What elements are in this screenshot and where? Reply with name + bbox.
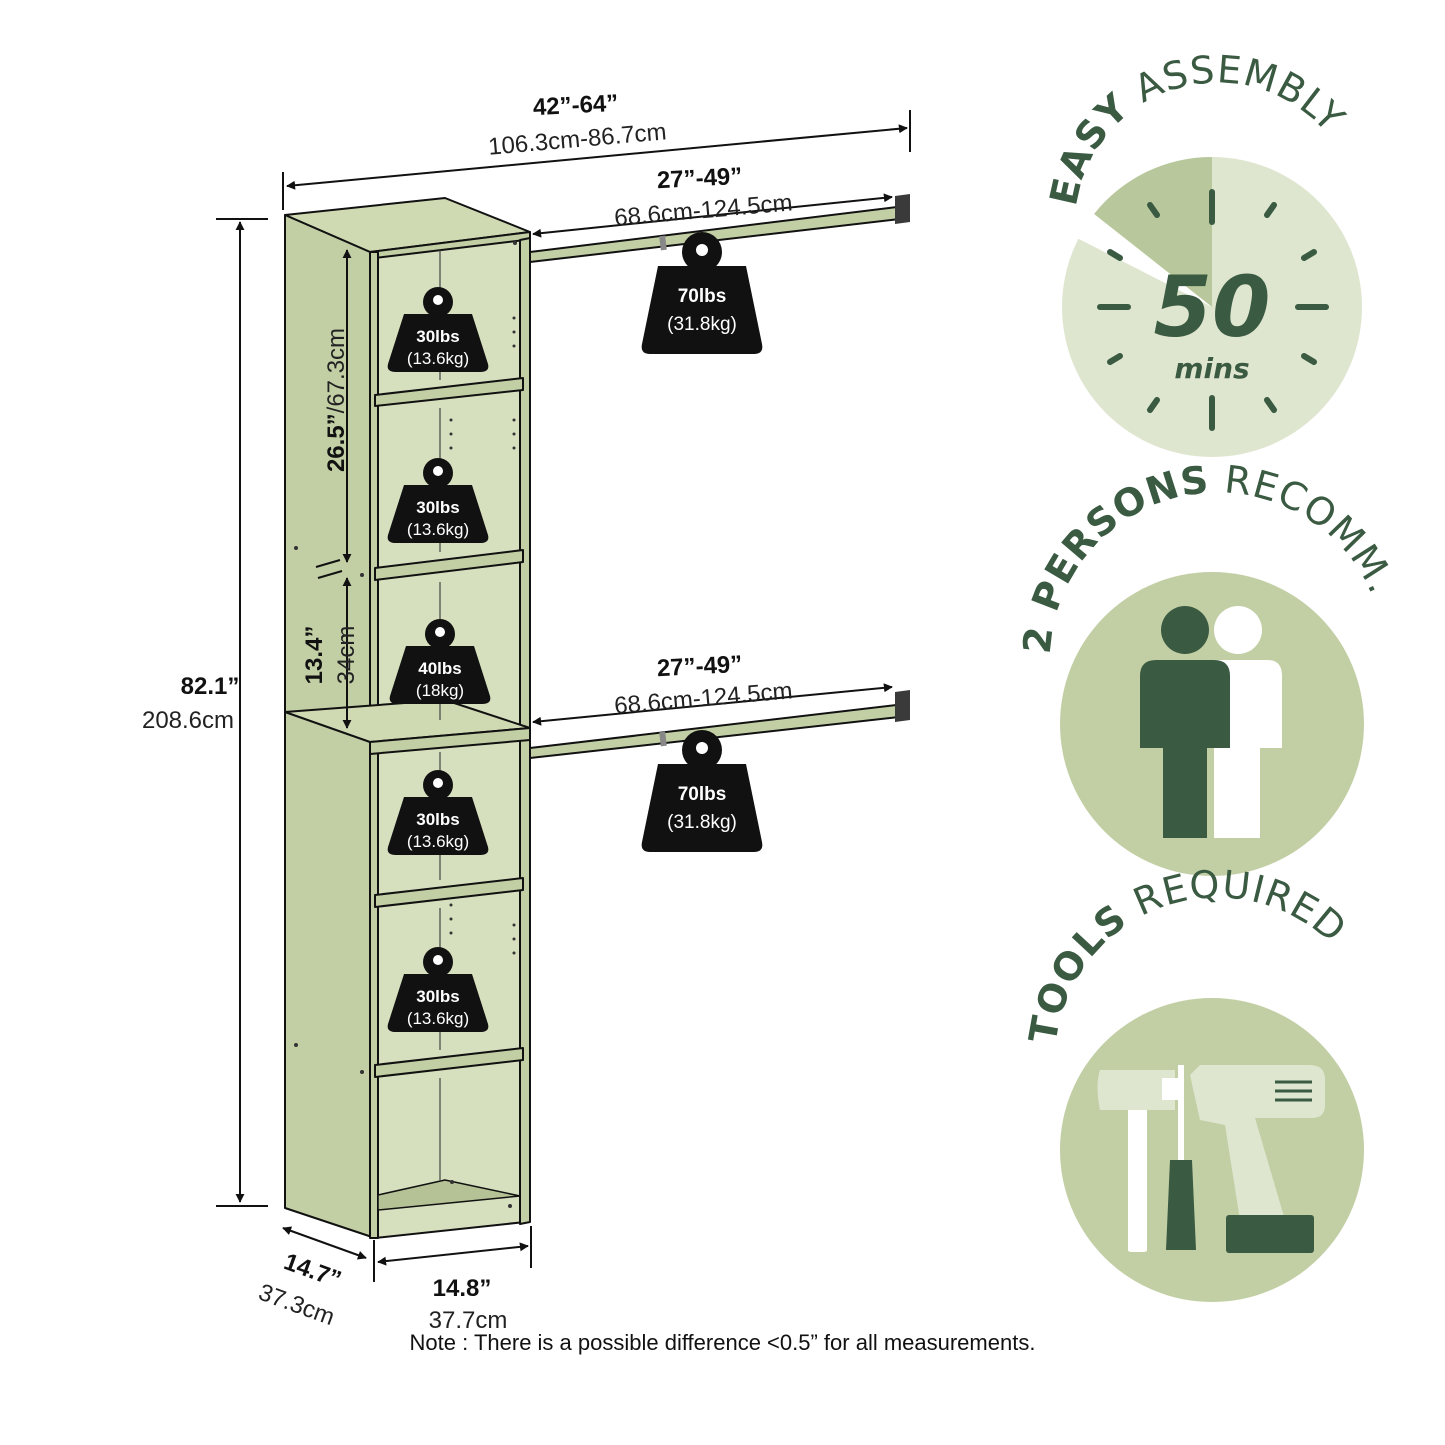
tools-badge-bold: TOOLS: [1021, 895, 1135, 1046]
tools-badge-circle: [1060, 998, 1364, 1302]
assembly-minutes-number: 50: [1154, 258, 1271, 356]
overall-width-inches: 42”-64”: [532, 90, 619, 121]
weight-shelf1: 30lbs (13.6kg): [387, 287, 489, 372]
tools-badge: TOOLS REQUIRED: [1021, 862, 1364, 1302]
weight-rod-top-lbs: 70lbs: [678, 286, 727, 307]
weight-shelf5-kg: (13.6kg): [407, 1009, 469, 1028]
weight-icon: [387, 770, 489, 855]
weight-shelf2-kg: (13.6kg): [407, 520, 469, 539]
overall-width-cm: 106.3cm-86.7cm: [487, 118, 667, 160]
screwdriver-icon: [1166, 1065, 1196, 1250]
weight-rod-bottom: 70lbs (31.8kg): [641, 730, 763, 852]
weight-shelf3-kg: (18kg): [416, 681, 464, 700]
weight-shelf3-lbs: 40lbs: [418, 659, 461, 678]
rod-bottom-cm: 68.6cm-124.5cm: [613, 677, 793, 719]
weight-rod-bottom-lbs: 70lbs: [678, 784, 727, 805]
weight-icon: [387, 287, 489, 372]
height-inches: 82.1”: [181, 673, 240, 700]
weight-shelf5-lbs: 30lbs: [416, 987, 459, 1006]
shelf-gap-inches: 13.4”: [301, 626, 328, 685]
hammer-icon: [1097, 1070, 1175, 1252]
width-cm: 37.7cm: [429, 1307, 508, 1334]
assembly-badge-regular: ASSEMBLY: [1112, 47, 1353, 141]
upper-section-cm: /67.3cm: [323, 328, 350, 413]
drill-icon: [1162, 1065, 1325, 1253]
weight-icon: [387, 458, 489, 543]
dimension-labels: 42”-64” 106.3cm-86.7cm 27”-49” 68.6cm-12…: [142, 90, 794, 1334]
assembly-badge: EASY ASSEMBLY 50 mins: [1041, 47, 1362, 457]
weight-shelf3: 40lbs (18kg): [389, 619, 491, 704]
weight-rod-top-kg: (31.8kg): [667, 314, 737, 335]
weight-shelf1-kg: (13.6kg): [407, 349, 469, 368]
persons-icon: [1140, 606, 1282, 838]
weight-shelf5: 30lbs (13.6kg): [387, 947, 489, 1032]
height-cm: 208.6cm: [142, 707, 234, 734]
weight-icon: [389, 619, 491, 704]
width-inches: 14.8”: [433, 1275, 492, 1302]
upper-section-inches: 26.5”: [323, 413, 350, 472]
dimension-lines: [216, 110, 911, 1282]
weight-shelf2: 30lbs (13.6kg): [387, 458, 489, 543]
assembly-minutes-unit: mins: [1174, 352, 1249, 385]
tools-badge-regular: REQUIRED: [1112, 862, 1355, 952]
upper-section-label: 26.5”/67.3cm: [323, 328, 350, 472]
weight-shelf1-lbs: 30lbs: [416, 327, 459, 346]
weight-shelf4-lbs: 30lbs: [416, 810, 459, 829]
weight-shelf4: 30lbs (13.6kg): [387, 770, 489, 855]
weight-icon: [387, 947, 489, 1032]
shelf-gap-cm: 34cm: [333, 626, 360, 685]
persons-badge: 2 PERSONS RECOMM.: [1015, 457, 1403, 876]
measurement-note: Note : There is a possible difference <0…: [409, 1330, 1036, 1355]
depth-inches: 14.7”: [280, 1248, 344, 1293]
weight-rod-top: 70lbs (31.8kg): [641, 232, 763, 354]
weight-shelf2-lbs: 30lbs: [416, 498, 459, 517]
rod-top-inches: 27”-49”: [656, 163, 743, 194]
weight-icon: [641, 730, 763, 852]
rod-bottom-inches: 27”-49”: [656, 651, 743, 682]
weight-icon: [641, 232, 763, 354]
weight-shelf4-kg: (13.6kg): [407, 832, 469, 851]
shelf-pin-holes: [294, 241, 517, 1208]
weight-rod-bottom-kg: (31.8kg): [667, 812, 737, 833]
clock-icon: 50 mins: [1062, 156, 1362, 457]
